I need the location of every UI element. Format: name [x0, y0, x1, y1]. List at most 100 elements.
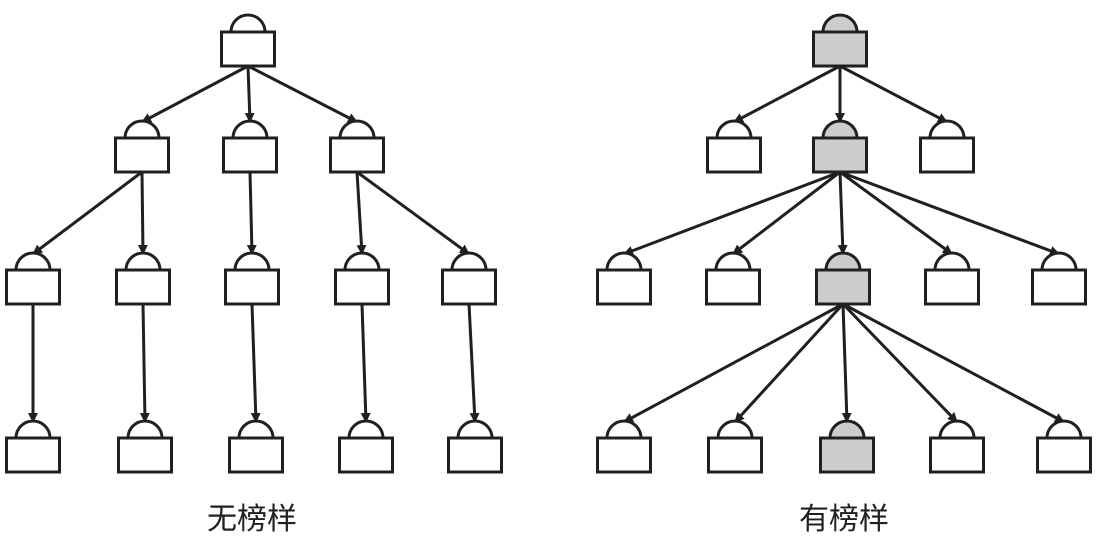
lock-node-right-c1 [705, 251, 761, 306]
right-nodes [596, 13, 1092, 474]
lock-node-left-c2 [224, 251, 280, 306]
edge-left-b2-c4 [356, 170, 470, 256]
edge-right-b1-c1 [732, 170, 841, 256]
lock-dome-right-c1 [714, 251, 752, 272]
lock-box-left-c2 [224, 268, 280, 306]
lock-node-right-b0 [706, 119, 762, 174]
lock-dome-left-c1 [124, 251, 162, 272]
lock-box-right-d1 [707, 436, 763, 474]
lock-node-right-d4 [1036, 419, 1092, 474]
edge-right-b1-c4 [839, 170, 1060, 256]
lock-dome-right-c4 [1040, 251, 1078, 272]
edge-right-c2-d4 [842, 302, 1065, 424]
left-nodes [5, 13, 503, 474]
edge-left-c1-d1 [139, 303, 150, 423]
lock-node-left-c1 [115, 251, 171, 306]
lock-node-right-d3 [929, 419, 985, 474]
edge-left-c3-d3 [360, 303, 371, 423]
lock-node-right-c2 [815, 251, 871, 306]
lock-box-right-b0 [706, 136, 762, 174]
edge-right-c2-d3 [841, 302, 959, 424]
lock-box-right-c2 [815, 268, 871, 306]
lock-box-right-d4 [1036, 436, 1092, 474]
edge-right-a0-b2 [839, 64, 948, 124]
lock-dome-left-c3 [343, 251, 381, 272]
lock-node-right-c3 [924, 251, 980, 306]
lock-node-left-a0 [220, 13, 276, 68]
lock-box-right-a0 [812, 30, 868, 68]
edge-right-b1-c3 [839, 170, 953, 256]
right-diagram [596, 13, 1092, 474]
lock-dome-right-b2 [928, 119, 966, 140]
lock-box-left-d0 [5, 436, 61, 474]
lock-dome-left-c2 [233, 251, 271, 272]
lock-box-right-c0 [596, 268, 652, 306]
lock-box-right-c3 [924, 268, 980, 306]
lock-dome-right-d2 [828, 419, 866, 440]
lock-box-left-c3 [334, 268, 390, 306]
edge-right-c2-d2 [841, 303, 852, 423]
lock-box-left-c1 [115, 268, 171, 306]
lock-box-left-d2 [228, 436, 284, 474]
lock-node-left-c0 [5, 251, 61, 306]
lock-box-right-c4 [1031, 268, 1087, 306]
edge-left-b0-c0 [32, 170, 143, 256]
lock-dome-left-a0 [229, 13, 267, 34]
lock-node-right-d0 [596, 419, 652, 474]
lock-node-left-b0 [114, 119, 170, 174]
lock-dome-left-d4 [456, 419, 494, 440]
lock-box-right-d2 [819, 436, 875, 474]
lock-node-left-c4 [441, 251, 497, 306]
lock-dome-left-d2 [237, 419, 275, 440]
diagram-canvas [5, 13, 1092, 474]
lock-node-left-d1 [117, 419, 173, 474]
lock-node-left-d0 [5, 419, 61, 474]
lock-dome-right-d0 [605, 419, 643, 440]
right-caption: 有榜样 [799, 502, 889, 537]
edge-right-b1-c0 [623, 170, 841, 256]
lock-node-right-a0 [812, 13, 868, 68]
left-edges [28, 64, 480, 423]
lock-node-right-c0 [596, 251, 652, 306]
lock-box-left-d1 [117, 436, 173, 474]
lock-box-left-b2 [329, 136, 385, 174]
lock-box-right-c1 [705, 268, 761, 306]
edge-right-c2-d0 [623, 302, 844, 424]
lock-box-left-d4 [447, 436, 503, 474]
lock-box-left-d3 [338, 436, 394, 474]
edge-right-c2-d1 [733, 302, 845, 424]
lock-node-right-d2 [819, 419, 875, 474]
lock-dome-right-b1 [821, 119, 859, 140]
lock-node-left-d2 [228, 419, 284, 474]
lock-dome-right-d4 [1045, 419, 1083, 440]
lock-dome-left-b2 [338, 119, 376, 140]
edge-left-b2-c3 [355, 171, 367, 255]
left-caption: 无榜样 [207, 502, 297, 537]
lock-box-left-c0 [5, 268, 61, 306]
lock-dome-right-d1 [716, 419, 754, 440]
lock-dome-right-c0 [605, 251, 643, 272]
lock-dome-left-d3 [347, 419, 385, 440]
edge-left-c2-d2 [250, 303, 261, 423]
lock-dome-right-a0 [821, 13, 859, 34]
lock-dome-right-b0 [715, 119, 753, 140]
lock-dome-left-b0 [123, 119, 161, 140]
edge-left-a0-b2 [247, 64, 358, 124]
lock-box-right-b2 [919, 136, 975, 174]
lock-node-right-b2 [919, 119, 975, 174]
lock-dome-right-c3 [933, 251, 971, 272]
right-edges [623, 64, 1065, 424]
lock-dome-left-c0 [14, 251, 52, 272]
lock-node-right-c4 [1031, 251, 1087, 306]
lock-node-left-b1 [222, 119, 278, 174]
lock-node-left-d4 [447, 419, 503, 474]
edge-right-b1-c2 [837, 171, 848, 255]
lock-box-right-d3 [929, 436, 985, 474]
lock-box-right-d0 [596, 436, 652, 474]
edge-left-b1-c2 [246, 171, 257, 255]
lock-dome-left-d0 [14, 419, 52, 440]
lock-node-left-d3 [338, 419, 394, 474]
lock-node-left-b2 [329, 119, 385, 174]
lock-dome-left-d1 [126, 419, 164, 440]
lock-box-left-c4 [441, 268, 497, 306]
